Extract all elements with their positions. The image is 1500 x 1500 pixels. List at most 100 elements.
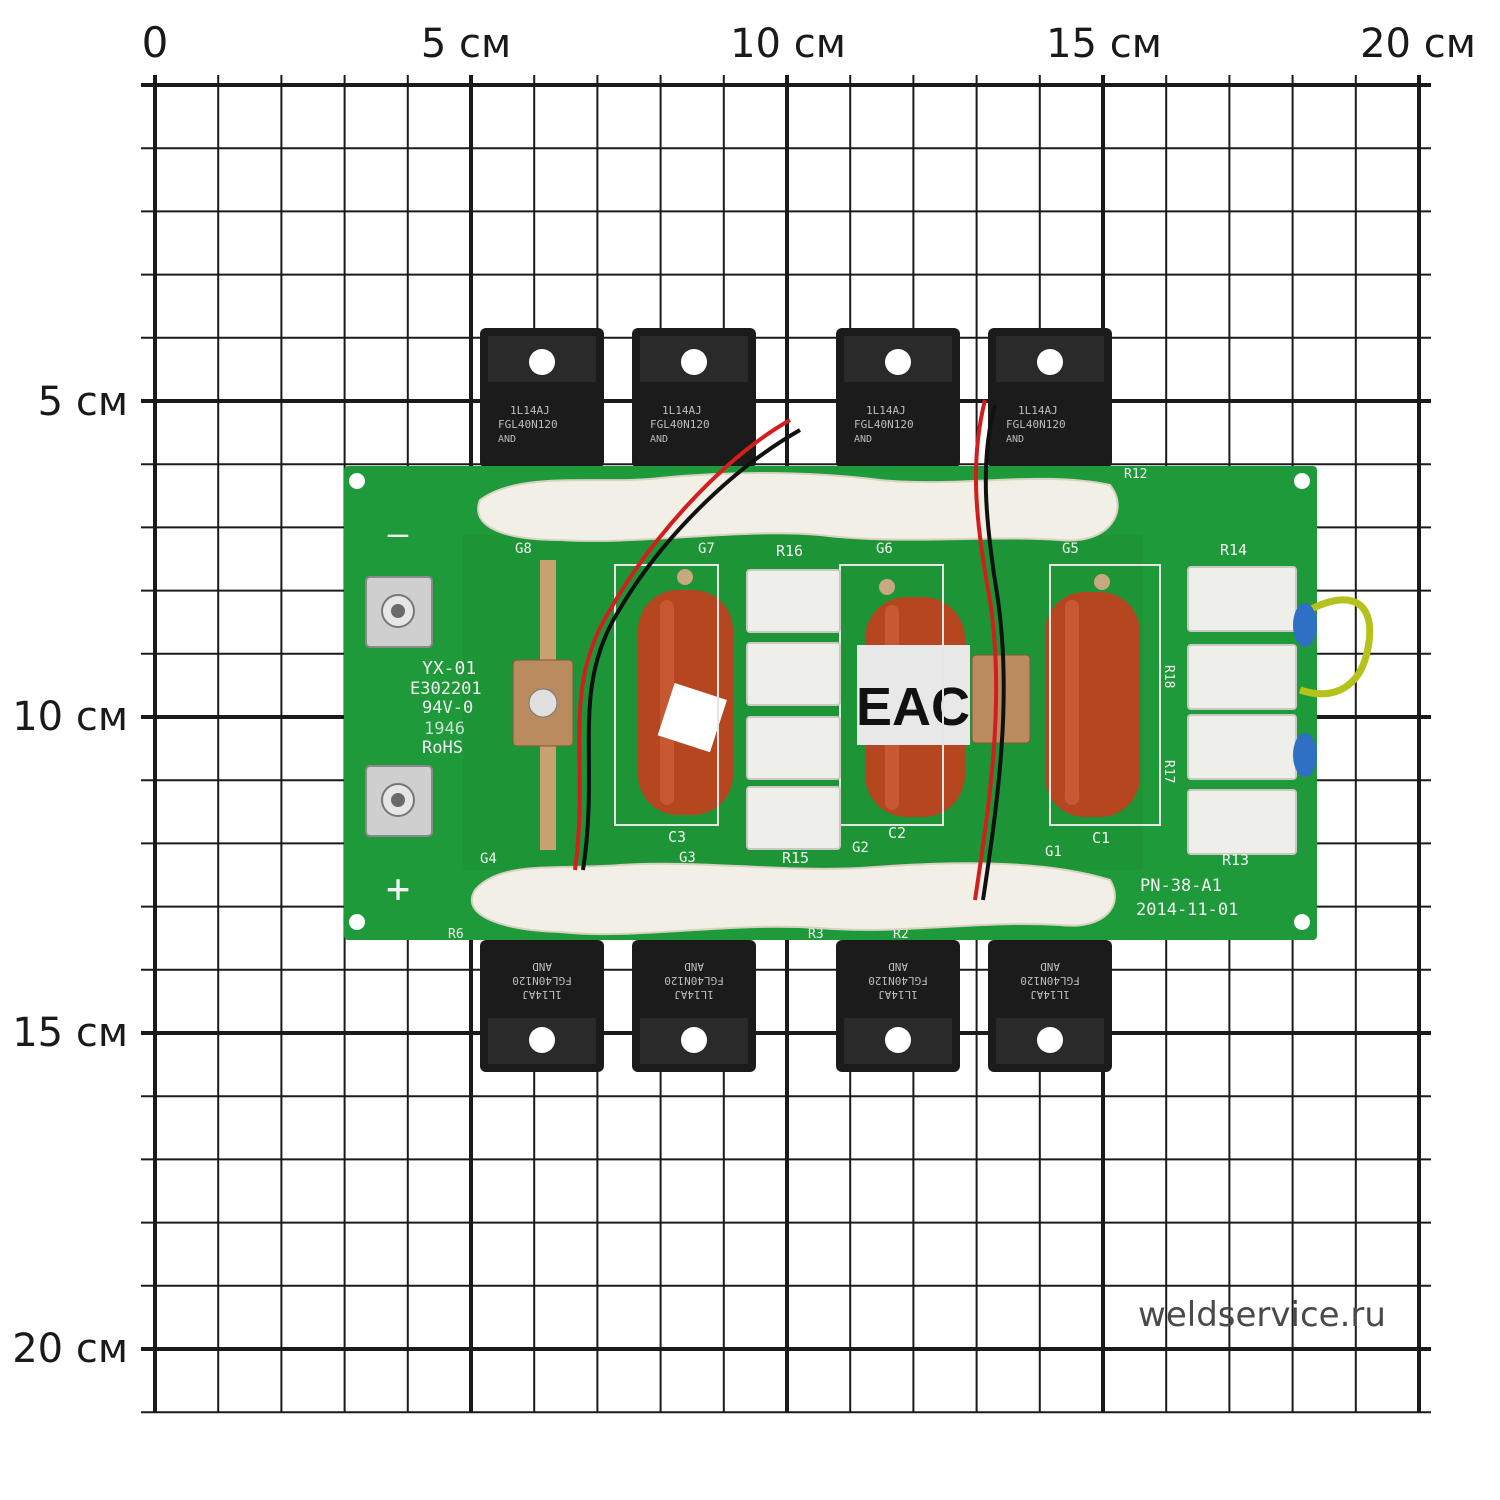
svg-text:FGL40N120: FGL40N120 — [1020, 974, 1080, 987]
mount-hole — [349, 473, 365, 489]
scale-top-15: 15 см — [1046, 21, 1162, 67]
cap-outline — [1049, 564, 1161, 826]
svg-text:FGL40N120: FGL40N120 — [650, 418, 710, 431]
svg-text:1L14AJ: 1L14AJ — [522, 988, 562, 1001]
board-date: 2014-11-01 — [1136, 900, 1238, 920]
capacitor-c3 — [638, 569, 733, 815]
svg-text:1L14AJ: 1L14AJ — [878, 988, 918, 1001]
scale-top-20: 20 см — [1360, 21, 1476, 67]
svg-text:AND: AND — [1006, 434, 1024, 445]
svg-text:FGL40N120: FGL40N120 — [1006, 418, 1066, 431]
cement-resistor — [1187, 566, 1297, 632]
label-g1: G1 — [1045, 844, 1062, 860]
label-c2: C2 — [888, 824, 906, 842]
label-r13: R13 — [1222, 851, 1249, 869]
silk-line-5: RoHS — [422, 738, 463, 758]
svg-text:FGL40N120: FGL40N120 — [498, 418, 558, 431]
capacitor-c2: EAC — [856, 579, 970, 817]
svg-text:1L14AJ: 1L14AJ — [674, 988, 714, 1001]
svg-text:FGL40N120: FGL40N120 — [512, 974, 572, 987]
svg-text:FGL40N120: FGL40N120 — [854, 418, 914, 431]
cap-outline — [614, 564, 719, 826]
silk-line-1: YX-01 — [422, 658, 476, 679]
svg-text:AND: AND — [854, 434, 872, 445]
cement-resistor — [746, 786, 841, 850]
eac-mark: EAC — [856, 677, 970, 737]
scale-left-5: 5 см — [38, 379, 128, 425]
cement-resistor — [1187, 714, 1297, 780]
svg-text:1L14AJ: 1L14AJ — [866, 404, 906, 417]
plus-mark: + — [386, 866, 410, 912]
cement-resistor — [1187, 644, 1297, 710]
label-g2: G2 — [852, 840, 869, 856]
svg-text:1L14AJ: 1L14AJ — [662, 404, 702, 417]
cement-resistor — [746, 642, 841, 706]
label-r17: R17 — [1161, 760, 1176, 783]
svg-text:1L14AJ: 1L14AJ — [1030, 988, 1070, 1001]
label-r6: R6 — [448, 927, 464, 942]
scale-left-15: 15 см — [12, 1010, 128, 1056]
label-g4: G4 — [480, 851, 497, 867]
cement-resistor — [746, 569, 841, 633]
scale-left-20: 20 см — [12, 1326, 128, 1372]
capacitor-c1 — [1045, 574, 1140, 817]
watermark: weldservice.ru — [1138, 1295, 1386, 1335]
minus-mark: — — [388, 514, 409, 554]
svg-text:AND: AND — [1040, 960, 1060, 973]
glue-bead-top — [477, 472, 1119, 542]
svg-text:FGL40N120: FGL40N120 — [664, 974, 724, 987]
scale-top-10: 10 см — [730, 21, 846, 67]
label-r18: R18 — [1161, 665, 1176, 688]
label-g6: G6 — [876, 541, 893, 557]
label-g5: G5 — [1062, 541, 1079, 557]
cement-resistor — [1187, 789, 1297, 855]
terminal-negative — [365, 576, 433, 648]
silk-line-4: 1946 — [424, 719, 465, 739]
left-scale: 5 см 10 см 15 см 20 см — [12, 379, 128, 1372]
label-r16: R16 — [776, 542, 803, 560]
label-r14: R14 — [1220, 541, 1247, 559]
label-r2: R2 — [893, 927, 909, 942]
board-model: PN-38-A1 — [1140, 876, 1222, 896]
svg-text:FGL40N120: FGL40N120 — [868, 974, 928, 987]
scale-top-0: 0 — [142, 18, 169, 67]
scale-top-5: 5 см — [421, 21, 511, 67]
svg-text:AND: AND — [888, 960, 908, 973]
label-g3: G3 — [679, 850, 696, 866]
svg-text:AND: AND — [650, 434, 668, 445]
transistor-group: 1L14AJFGL40N120ANDANDFGL40N1201L14AJ1L14… — [480, 328, 1112, 1072]
scale-left-10: 10 см — [12, 694, 128, 740]
silk-line-3: 94V-0 — [422, 698, 473, 718]
svg-text:1L14AJ: 1L14AJ — [510, 404, 550, 417]
y-capacitor — [1293, 733, 1317, 777]
bus-screw-left — [528, 688, 558, 718]
mount-hole — [349, 914, 365, 930]
svg-text:AND: AND — [532, 960, 552, 973]
silkscreen-info: YX-01 E302201 94V-0 1946 RoHS — [410, 658, 482, 758]
svg-text:AND: AND — [684, 960, 704, 973]
label-g8: G8 — [515, 541, 532, 557]
ground-wire — [1298, 596, 1374, 698]
pcb-board: — + YX-01 E302201 94V-0 1946 RoHS — [344, 399, 1374, 942]
label-r15: R15 — [782, 849, 809, 867]
label-c1: C1 — [1092, 829, 1110, 847]
label-r12: R12 — [1124, 467, 1147, 482]
glue-bead-bottom — [470, 862, 1116, 936]
label-r3: R3 — [808, 927, 824, 942]
gate-wires — [573, 399, 1006, 901]
mount-hole — [1294, 914, 1310, 930]
silk-line-2: E302201 — [410, 679, 482, 699]
svg-text:AND: AND — [498, 434, 516, 445]
mount-hole — [1294, 473, 1310, 489]
y-capacitor — [1293, 603, 1317, 647]
resistor-group — [746, 566, 1297, 855]
cement-resistor — [746, 716, 841, 780]
